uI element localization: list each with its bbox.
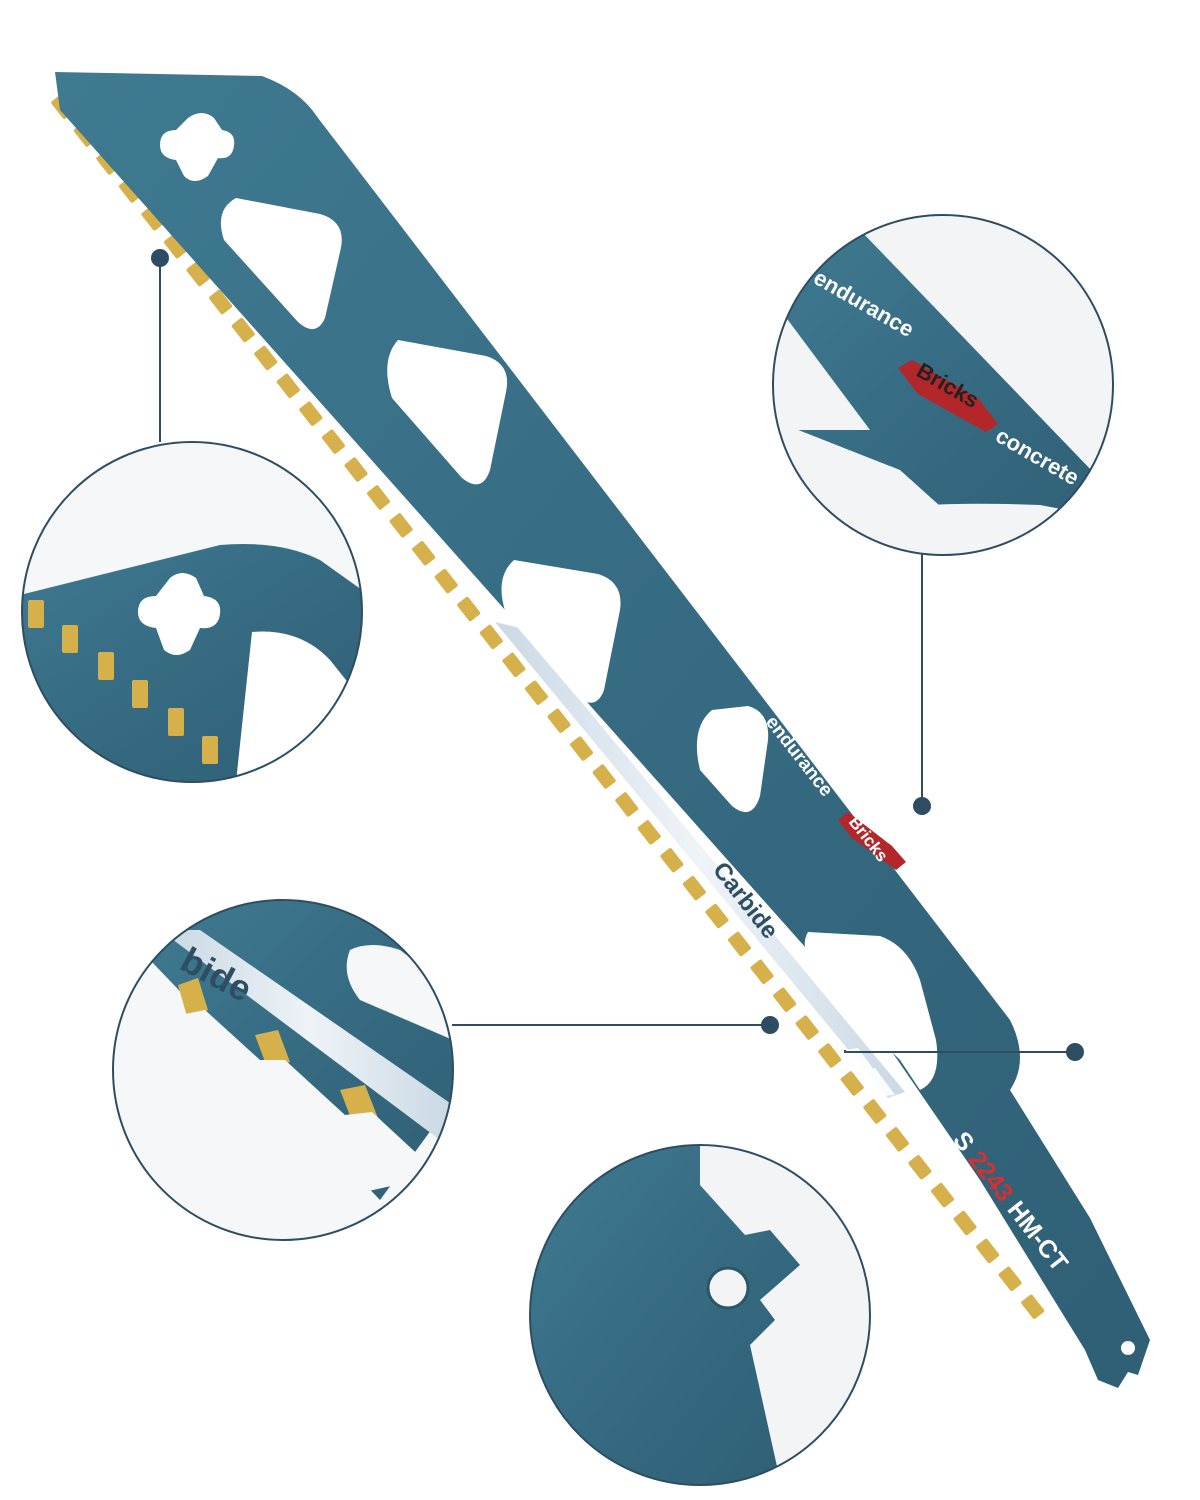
window-cutout-1 [220, 198, 342, 330]
carbide-tooth [321, 429, 345, 454]
bricks-badge [838, 812, 906, 870]
shank-hole [1121, 1341, 1135, 1355]
carbide-tooth [863, 1099, 887, 1124]
callout-lines [159, 258, 1075, 1053]
shank-detail-hole [706, 1266, 750, 1310]
window-cutout-2 [387, 340, 508, 485]
callout-circle-tip [21, 441, 363, 783]
carbide-tooth [186, 261, 210, 287]
carbide-tooth [141, 206, 165, 231]
saw-blade: endurance Bricks concrete Carbide S 2243… [51, 72, 1150, 1388]
carbide-tooth [118, 178, 142, 203]
carbide-tooth [976, 1238, 1000, 1264]
callout-circle-carbide: bide [112, 899, 454, 1241]
carbide-tooth [682, 875, 706, 901]
carbide-tooth [434, 568, 458, 594]
carbide-tooth [389, 513, 413, 538]
carbide-tooth [840, 1071, 864, 1096]
carbide-tooth [570, 736, 594, 761]
carbide-tooth [727, 931, 751, 957]
callout-dots [151, 249, 1084, 1061]
strip-stripes [845, 1048, 895, 1096]
carbide-teeth [51, 94, 1045, 1319]
callout-circle-shank [529, 1144, 871, 1486]
carbide-tooth [479, 624, 503, 650]
carbide-tooth [254, 345, 278, 371]
carbide-tooth [209, 289, 233, 315]
carbide-tooth [773, 987, 797, 1012]
keyhole-cutout [160, 113, 235, 181]
blade-body [55, 72, 1150, 1388]
carbide-tooth [931, 1182, 955, 1208]
carbide-tooth [1021, 1294, 1045, 1319]
carbide-tooth [299, 401, 323, 426]
carbide-tooth [885, 1127, 909, 1152]
carbide-tooth [524, 680, 548, 705]
callout-dot-tip [151, 249, 169, 267]
carbide-tooth [547, 708, 571, 733]
window-cutout-3 [501, 560, 621, 703]
carbide-tooth [592, 764, 616, 789]
carbide-tooth [818, 1043, 842, 1068]
carbide-tooth [412, 541, 436, 566]
carbide-tooth [705, 903, 729, 929]
window-cutout-5 [804, 932, 938, 1090]
carbide-tooth [998, 1266, 1022, 1292]
carbide-tooth [231, 317, 255, 343]
carbide-tooth [795, 1015, 819, 1040]
callout-bricks-badge [898, 360, 998, 432]
carbide-tooth [660, 848, 684, 873]
callout-dot-carbide [761, 1016, 779, 1034]
carbide-tooth [164, 234, 188, 259]
carbide-tooth [457, 596, 481, 622]
tip-detail-teeth [28, 600, 218, 764]
carbide-tooth [750, 959, 774, 985]
carbide-tooth [502, 652, 526, 678]
carbide-tooth [908, 1155, 932, 1180]
callout-dot-shank [1066, 1043, 1084, 1061]
callout-dot-label [913, 797, 931, 815]
carbide-strip [495, 622, 905, 1098]
callout-circle-label: endurance Bricks concrete [772, 214, 1114, 556]
window-cutout-4 [696, 706, 769, 813]
carbide-tooth [367, 485, 391, 510]
carbide-tooth [953, 1210, 977, 1236]
carbide-tooth [344, 457, 368, 482]
carbide-tooth [637, 820, 661, 845]
carbide-tooth [615, 792, 639, 817]
tip-detail-keyhole [138, 573, 221, 655]
carbide-tooth [276, 373, 300, 399]
